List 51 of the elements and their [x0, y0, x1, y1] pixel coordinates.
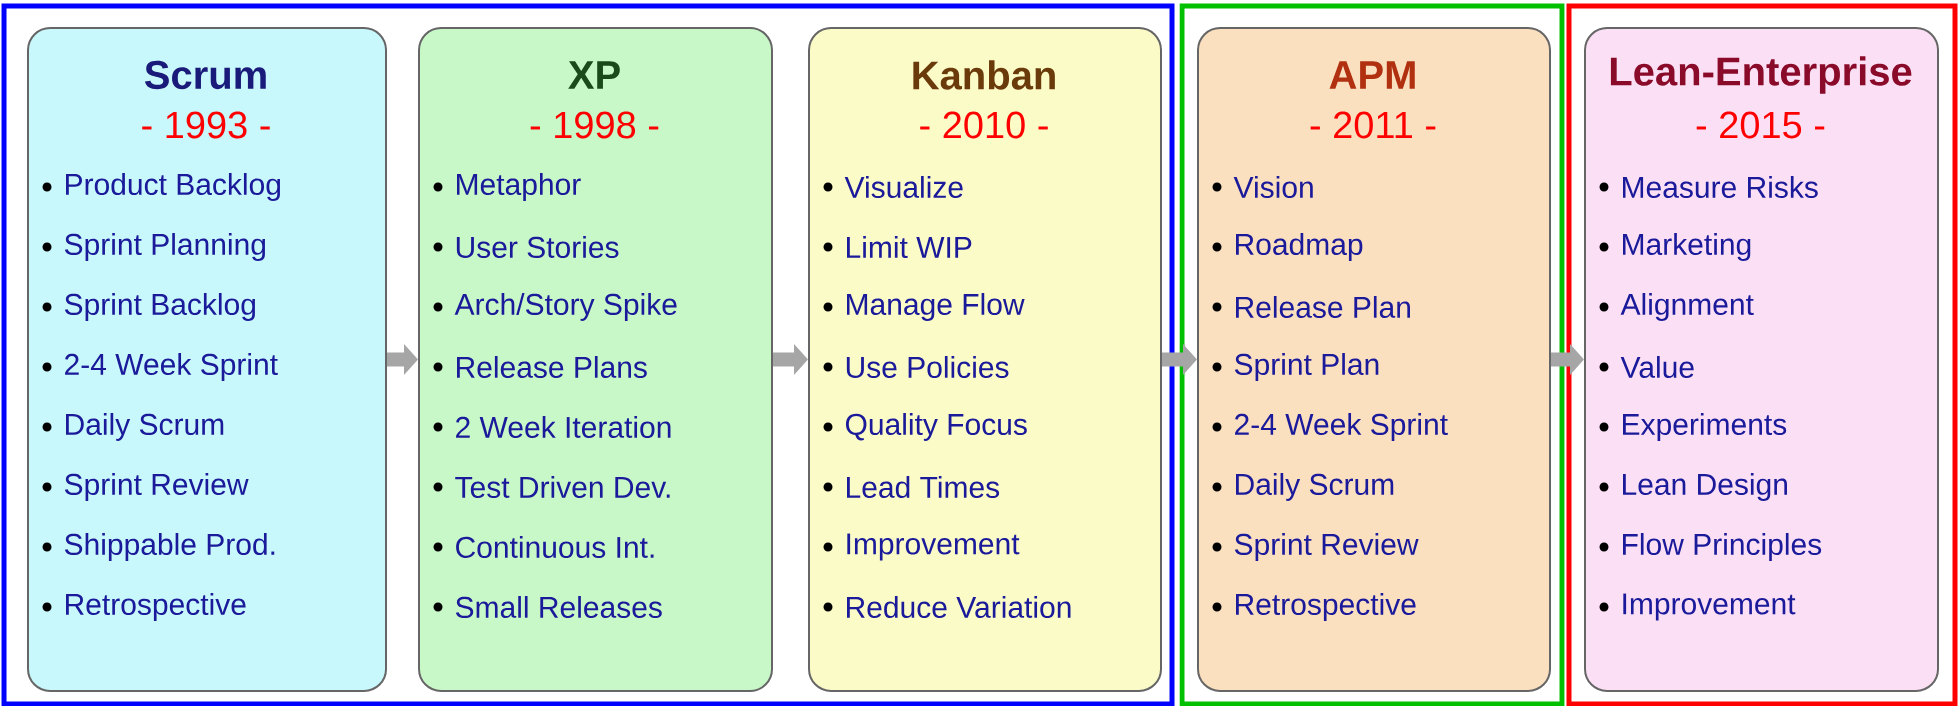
card-title: Lean-Enterprise: [1610, 56, 1912, 94]
list-item: Lean Design: [1599, 473, 1787, 501]
list-item: 2-4 Week Sprint: [1212, 413, 1448, 441]
list-item: Vision: [1212, 176, 1313, 198]
year: - 2015 -: [1696, 111, 1825, 139]
list-item: Daily Scrum: [1212, 473, 1394, 501]
list-item: Sprint Review: [1212, 533, 1419, 561]
list-item: User Stories: [433, 236, 619, 258]
year: - 1998 -: [530, 111, 659, 139]
list-item: Flow Principles: [1599, 533, 1822, 561]
list-item: Manage Flow: [823, 293, 1025, 321]
list-item: Sprint Planning: [42, 233, 266, 261]
list-item: Reduce Variation: [823, 596, 1071, 618]
list-item: Alignment: [1599, 293, 1754, 321]
list-item: Visualize: [823, 176, 963, 198]
list-item: Small Releases: [433, 596, 662, 618]
list-item: Daily Scrum: [42, 413, 224, 441]
list-item: Quality Focus: [823, 413, 1027, 441]
frame: [1, 3, 1175, 706]
card-title: Kanban: [913, 60, 1055, 90]
list-item: Lead Times: [823, 476, 1000, 498]
list-item: 2-4 Week Sprint: [42, 353, 278, 381]
list-item: Improvement: [823, 533, 1020, 561]
list-item: Continuous Int.: [433, 536, 654, 558]
list-item: Improvement: [1599, 593, 1796, 621]
list-item: Measure Risks: [1599, 176, 1818, 198]
list-item: Sprint Plan: [1212, 353, 1379, 381]
list-item: Retrospective: [42, 593, 246, 621]
list-item: Experiments: [1599, 413, 1787, 441]
list-item: Sprint Review: [42, 473, 249, 501]
card-title: XP: [568, 61, 620, 89]
year: - 2011 -: [1310, 111, 1436, 139]
list-item: Test Driven Dev.: [433, 476, 670, 498]
list-item: Roadmap: [1212, 233, 1363, 261]
list-item: Limit WIP: [823, 236, 972, 258]
list-item: Shippable Prod.: [42, 533, 275, 561]
list-item: 2 Week Iteration: [433, 416, 671, 438]
list-item: Sprint Backlog: [42, 293, 255, 321]
list-item: Release Plans: [433, 356, 647, 378]
list-item: Value: [1599, 356, 1694, 378]
year: - 1993 -: [142, 111, 270, 139]
list-item: Marketing: [1599, 233, 1751, 261]
list-item: Metaphor: [433, 173, 581, 201]
card-title: Scrum: [144, 60, 266, 90]
list-item: Release Plan: [1212, 296, 1410, 318]
list-item: Retrospective: [1212, 593, 1416, 621]
list-item: Arch/Story Spike: [433, 293, 677, 321]
year: - 2010 -: [920, 111, 1048, 139]
list-item: Product Backlog: [42, 173, 281, 201]
list-item: Use Policies: [823, 356, 1009, 378]
card-title: APM: [1329, 61, 1415, 89]
